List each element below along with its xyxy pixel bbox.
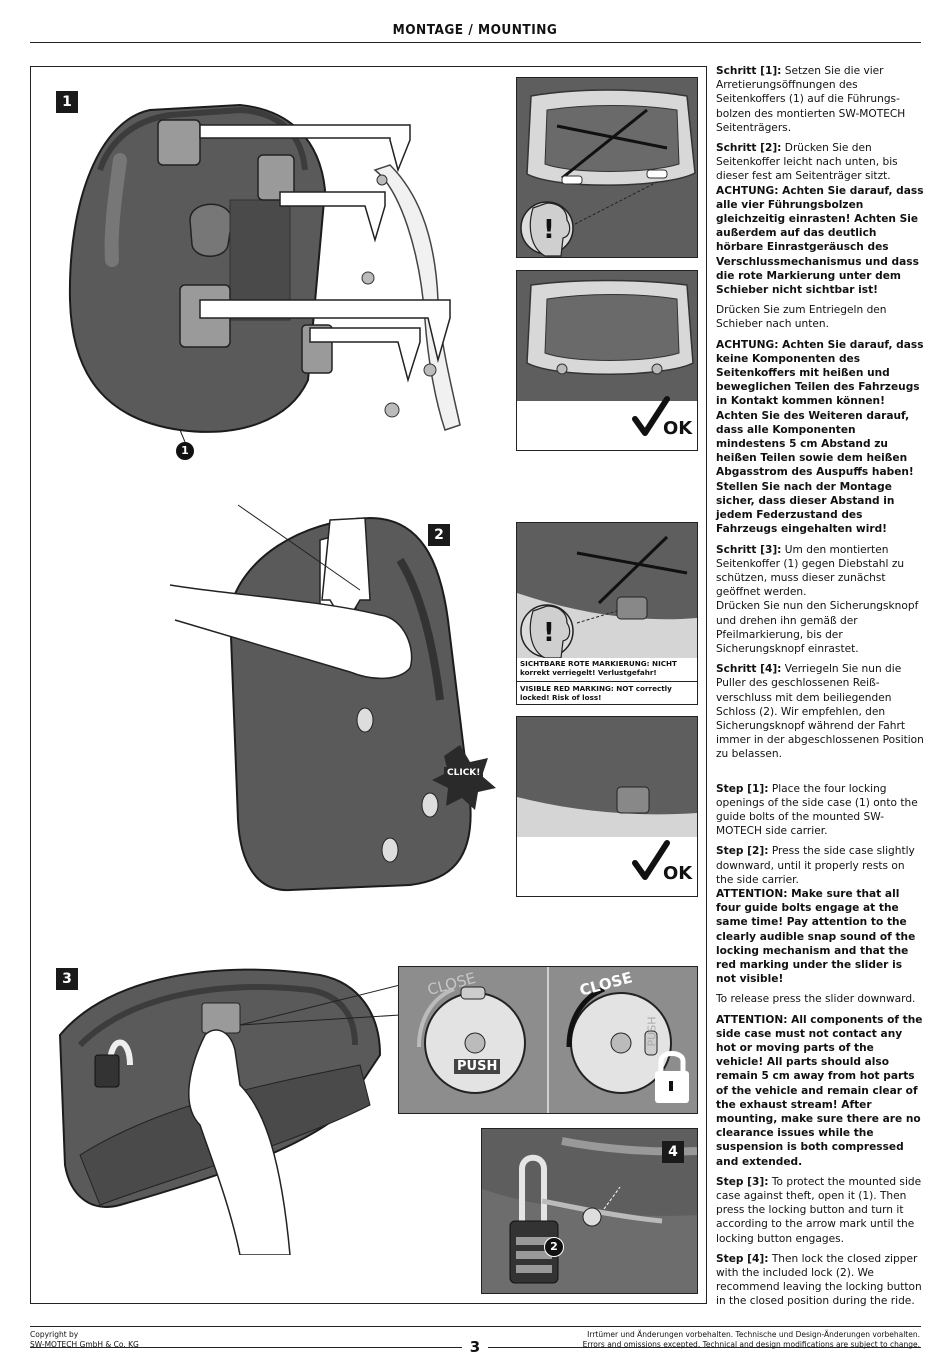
de-step-2-label: Schritt [2]: xyxy=(716,142,782,155)
copyright-line-2: SW-MOTECH GmbH & Co. KG xyxy=(30,1339,139,1349)
de-step-4-body: Verriegeln Sie nun die Puller des geschl… xyxy=(716,663,924,761)
de-step-3-label: Schritt [3]: xyxy=(716,543,782,556)
step-2-illustration xyxy=(170,504,496,892)
footer-rule xyxy=(30,1326,921,1327)
callout-2: 2 xyxy=(544,1237,564,1257)
en-step-2-body: Press the side case slightly downward, u… xyxy=(716,845,915,886)
ok-label: OK xyxy=(663,418,693,439)
en-step-4: Step [4]: Then lock the closed zipper wi… xyxy=(716,1252,924,1309)
de-step-1-label: Schritt [1]: xyxy=(716,65,782,77)
ok-label-2: OK xyxy=(663,863,693,884)
de-step-4-label: Schritt [4]: xyxy=(716,663,782,676)
step-3-badge: 3 xyxy=(56,968,78,990)
en-attention-2: ATTENTION: All components of the side ca… xyxy=(716,1013,923,1168)
en-step-2: Step [2]: Press the side case slightly d… xyxy=(716,844,924,887)
copyright-line-1: Copyright by xyxy=(30,1330,79,1339)
disclaimer-de: Irrtümer und Änderungen vorbehalten. Tec… xyxy=(587,1330,920,1339)
warning-en: VISIBLE RED MARKING: NOT correctly locke… xyxy=(520,684,672,702)
en-step-1-body: Place the four locking openings of the s… xyxy=(716,782,918,838)
de-step-3b: Drücken Sie nun den Sicherungs­knopf und… xyxy=(716,600,919,655)
step-2-badge: 2 xyxy=(428,524,450,546)
en-step-3: Step [3]: To protect the mounted side ca… xyxy=(716,1175,924,1246)
svg-text:!: ! xyxy=(543,215,555,245)
en-step-1-label: Step [1]: xyxy=(716,782,769,795)
de-attention-2: ACHTUNG: Achten Sie darauf, dass keine K… xyxy=(716,338,924,536)
page-number-backdrop xyxy=(462,1336,488,1358)
step-3-illustration xyxy=(58,968,400,1255)
de-step-3-body: Um den montierten Seitenkoffer (1) gegen… xyxy=(716,543,905,599)
panel-step3-lock-illustration xyxy=(399,967,697,1113)
page-title: MONTAGE / MOUNTING xyxy=(392,22,558,38)
panel-step2-wrong-illustration: ! xyxy=(517,523,697,659)
en-release: To release press the slider downward. xyxy=(716,993,916,1006)
en-step-4-label: Step [4]: xyxy=(716,1252,769,1265)
svg-text:!: ! xyxy=(543,618,555,648)
panel-step1-ok: OK xyxy=(516,270,698,451)
de-step-2-body: Drücken Sie den Seitenkoffer leicht nach… xyxy=(716,142,898,183)
panel-step4-illustration xyxy=(482,1137,697,1293)
disclaimer-en: Errors and omissions excepted. Technical… xyxy=(582,1339,920,1349)
click-label: CLICK! xyxy=(444,767,484,779)
panel-step2-ok: OK xyxy=(516,716,698,897)
disclaimer: Irrtümer und Änderungen vorbehalten. Tec… xyxy=(583,1330,920,1349)
panel-step2-wrong: ! SICHTBARE ROTE MARKIERUNG: NICHT korre… xyxy=(516,522,698,705)
de-step-3: Schritt [3]: Um den montierten Seitenkof… xyxy=(716,543,924,600)
warning-de: SICHTBARE ROTE MARKIERUNG: NICHT korrekt… xyxy=(520,659,677,677)
push-label-right: PUSH xyxy=(645,1016,659,1047)
de-release: Drücken Sie zum Entriegeln den Schieber … xyxy=(716,304,887,331)
step-1-badge: 1 xyxy=(56,91,78,113)
en-step-3-body: To protect the mounted side case against… xyxy=(716,1175,922,1245)
panel-step3-lock: CLOSE CLOSE PUSH PUSH xyxy=(398,966,698,1114)
de-step-1-body: Setzen Sie die vier Arretierungsöffnunge… xyxy=(716,65,906,134)
step-4-badge: 4 xyxy=(662,1141,684,1163)
en-step-1: Step [1]: Place the four locking opening… xyxy=(716,782,924,839)
de-attention-1: ACHTUNG: Achten Sie darauf, dass alle vi… xyxy=(716,184,924,297)
en-step-4-body: Then lock the closed zipper with the inc… xyxy=(716,1252,922,1308)
panel-step1-wrong-illustration: ! xyxy=(517,78,697,257)
callout-1: 1 xyxy=(176,442,194,460)
header-rule xyxy=(30,42,921,43)
panel-step4: 4 2 xyxy=(481,1128,698,1294)
warning-divider xyxy=(517,681,697,682)
illustration-frame xyxy=(30,66,707,1304)
en-attention-1: ATTENTION: Make sure that all four guide… xyxy=(716,887,916,986)
panel-step1-wrong: ! xyxy=(516,77,698,258)
de-step-2: Schritt [2]: Drücken Sie den Seitenkoffe… xyxy=(716,141,924,184)
copyright: Copyright by SW-MOTECH GmbH & Co. KG xyxy=(30,1330,139,1349)
step-1-illustration xyxy=(68,103,461,443)
instructions-text: Schritt [1]: Setzen Sie die vier Arretie… xyxy=(716,64,924,1315)
de-step-1: Schritt [1]: Setzen Sie die vier Arretie… xyxy=(716,64,924,135)
panel-step1-ok-illustration xyxy=(517,271,697,450)
en-step-2-label: Step [2]: xyxy=(716,845,769,858)
page-number: 3 xyxy=(469,1338,481,1356)
panel-step2-ok-illustration xyxy=(517,717,697,880)
de-step-4: Schritt [4]: Verriegeln Sie nun die Pull… xyxy=(716,662,924,761)
en-step-3-label: Step [3]: xyxy=(716,1175,769,1188)
push-label-left: PUSH xyxy=(454,1059,501,1074)
